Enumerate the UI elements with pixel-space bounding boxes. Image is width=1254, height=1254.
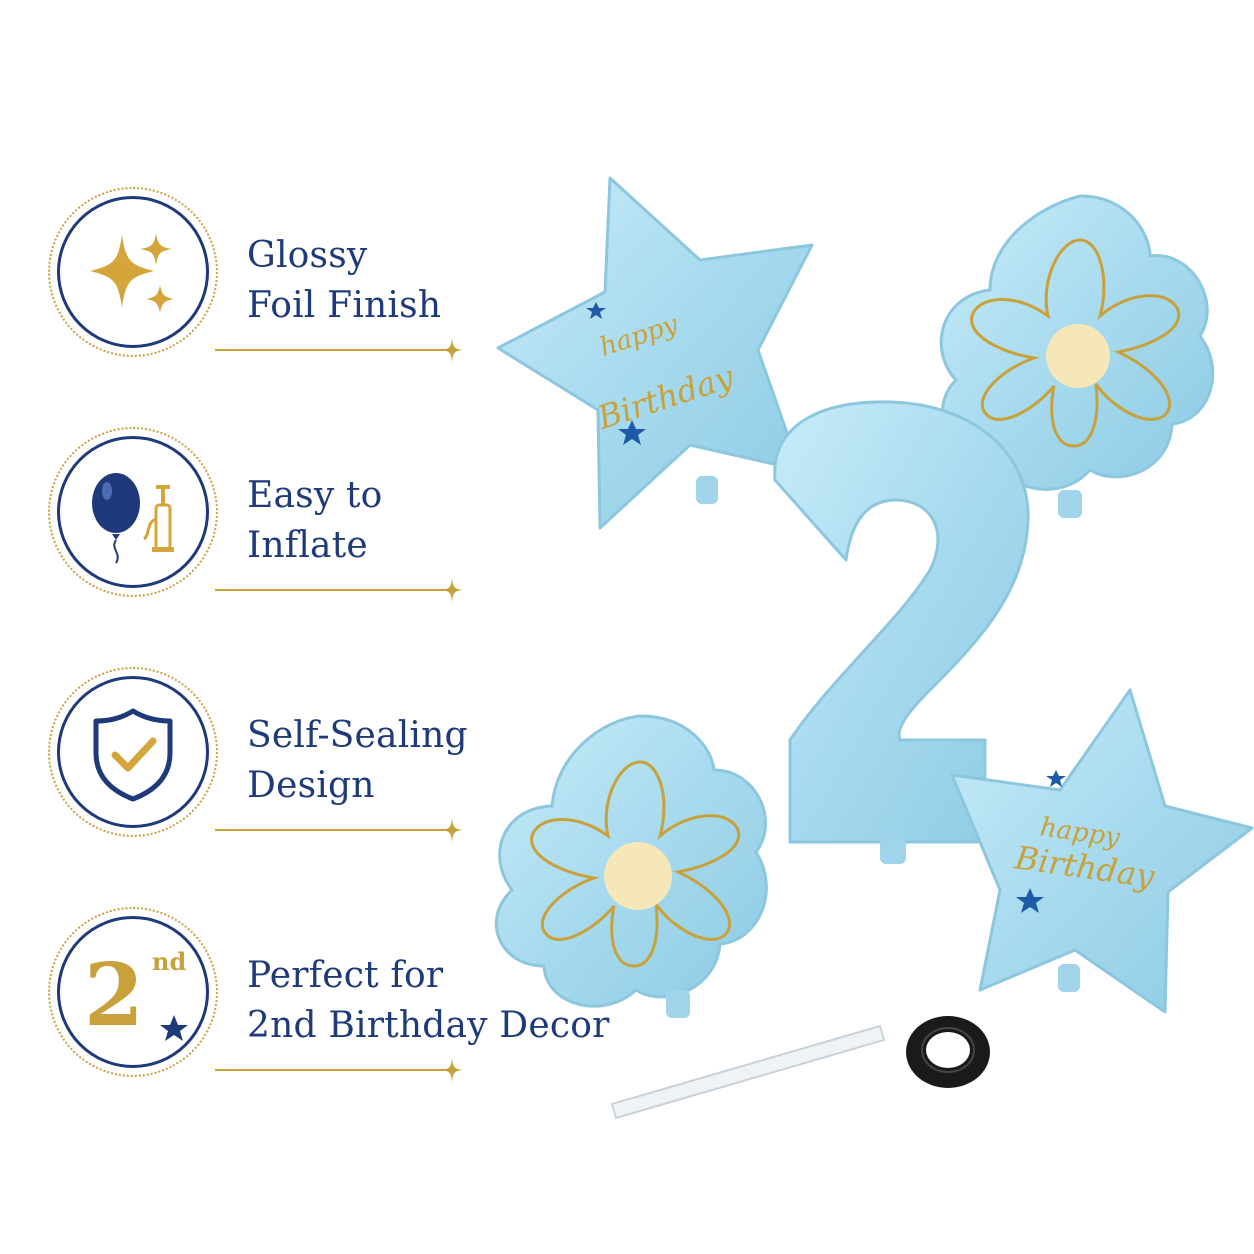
feature-label: Easy to Inflate xyxy=(247,471,383,571)
feature-line-1: Perfect for xyxy=(247,955,444,996)
divider xyxy=(215,349,451,351)
divider xyxy=(215,1069,451,1071)
diamond-icon xyxy=(441,818,463,842)
feature-label: Perfect for 2nd Birthday Decor xyxy=(247,951,610,1051)
feature-line-2: Foil Finish xyxy=(247,285,442,326)
feature-badge xyxy=(48,187,218,357)
feature-line-1: Glossy xyxy=(247,235,368,276)
feature-self-sealing: Self-Sealing Design xyxy=(0,667,560,897)
flower-balloon-bottom xyxy=(494,714,768,1018)
diamond-icon xyxy=(441,338,463,362)
badge-suffix: nd xyxy=(152,947,187,976)
feature-glossy-foil: Glossy Foil Finish xyxy=(0,187,560,417)
star-balloon-top: happy Birthday xyxy=(496,176,814,530)
divider xyxy=(215,589,451,591)
feature-badge: 2 nd xyxy=(48,907,218,1077)
balloon-set-image: happy Birthday happy Birthday xyxy=(494,176,1254,1120)
divider xyxy=(215,829,451,831)
sparkle-icon xyxy=(90,233,174,313)
badge-digit: 2 xyxy=(84,945,144,1046)
feature-line-1: Self-Sealing xyxy=(247,715,468,756)
diamond-icon xyxy=(441,1058,463,1082)
shield-check-icon xyxy=(93,708,173,802)
ribbon-roll xyxy=(906,1016,990,1088)
flower-balloon-top xyxy=(939,194,1215,518)
star-balloon-bottom: happy Birthday xyxy=(950,688,1254,1014)
feature-easy-inflate: Easy to Inflate xyxy=(0,427,560,657)
inflation-straw xyxy=(610,1024,886,1120)
feature-line-1: Easy to xyxy=(247,475,383,516)
feature-line-2: 2nd Birthday Decor xyxy=(247,1005,610,1046)
feature-badge xyxy=(48,427,218,597)
feature-label: Glossy Foil Finish xyxy=(247,231,441,331)
feature-line-2: Design xyxy=(247,765,375,806)
star-icon xyxy=(160,1015,188,1041)
feature-second-birthday: 2 nd Perfect for 2nd Birthday Decor xyxy=(0,907,609,1137)
feature-label: Self-Sealing Design xyxy=(247,711,468,811)
diamond-icon xyxy=(441,578,463,602)
balloon-pump-icon xyxy=(92,473,174,564)
feature-line-2: Inflate xyxy=(247,525,368,566)
feature-badge xyxy=(48,667,218,837)
number-two-balloon xyxy=(773,400,1030,864)
second-birthday-icon: 2 nd xyxy=(57,916,209,1068)
